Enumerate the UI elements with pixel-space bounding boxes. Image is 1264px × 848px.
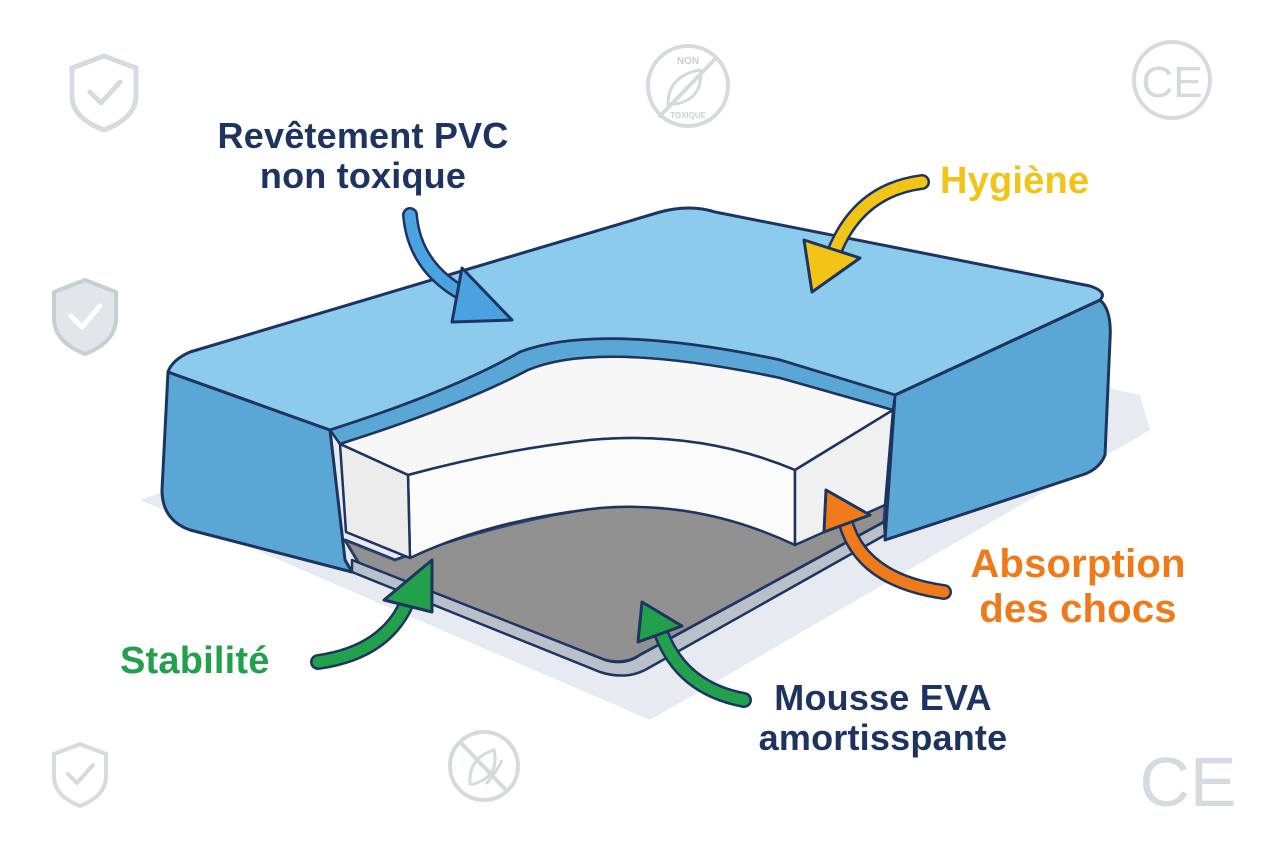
absorption-label-line2: des chocs: [979, 586, 1177, 631]
ce-mark-text: CE: [1141, 58, 1202, 107]
non-toxic-badge-top-text: NON: [677, 56, 699, 67]
stabilite-arrow: [310, 558, 434, 670]
pvc-coating-label-line2: non toxique: [259, 155, 467, 197]
stabilite-label: Stabilité: [120, 640, 270, 683]
hygiene-label-line1: Hygiène: [940, 160, 1090, 202]
eva-foam-label-line2: amortisspante: [758, 717, 1008, 759]
hygiene-arrow: [802, 174, 930, 294]
non-toxic-badge-icon: NON TOXIQUE: [646, 44, 730, 128]
stabilite-label-line1: Stabilité: [120, 640, 270, 682]
absorption-label: Absorption des chocs: [958, 542, 1198, 632]
eva-foam-label-line1: Mousse EVA: [774, 677, 992, 718]
hygiene-label: Hygiène: [940, 160, 1089, 203]
absorption-arrow: [822, 488, 952, 600]
shield-check-icon: [52, 742, 108, 808]
shield-check-icon: [69, 53, 139, 133]
cover-right-side: [883, 298, 1112, 542]
absorption-label-line1: Absorption: [970, 542, 1186, 586]
pvc-coating-label-line1: Revêtement PVC: [217, 115, 509, 156]
base-bottom-edge: [350, 520, 887, 677]
inner-foam-left: [338, 442, 412, 560]
eva-texture: [345, 500, 885, 662]
pvc-arrow: [402, 207, 514, 324]
ce-mark-icon: CE: [1132, 40, 1212, 120]
pvc-coating-label: Revêtement PVC non toxique: [198, 115, 528, 197]
inner-foam-right: [793, 408, 895, 547]
eva-arrow: [636, 600, 752, 708]
ce-mark-text: CE: [1139, 743, 1236, 821]
non-toxic-badge-bottom-text: TOXIQUE: [670, 111, 707, 120]
ce-mark-icon: CE: [1139, 743, 1236, 821]
eco-leaf-badge-icon: [448, 730, 520, 802]
eva-foam-label: Mousse EVA amortisspante: [728, 677, 1038, 759]
shield-check-icon: [52, 278, 118, 356]
